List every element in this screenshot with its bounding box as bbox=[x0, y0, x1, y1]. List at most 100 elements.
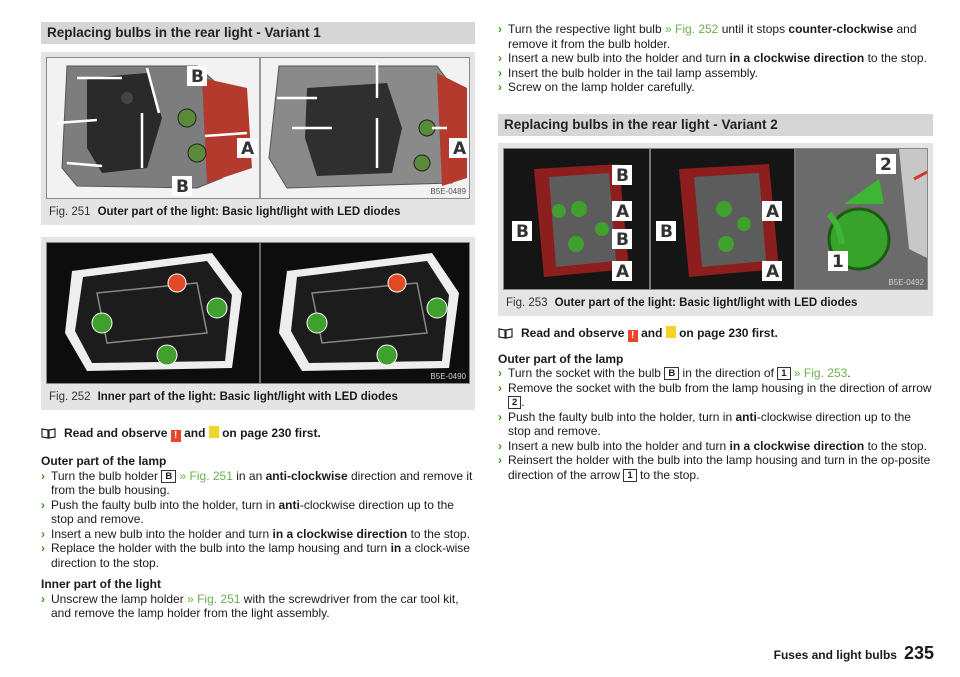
chevron-right-icon: › bbox=[498, 438, 502, 453]
step-text: Replace the holder with the bulb into th… bbox=[51, 541, 388, 555]
step-text: in the direction of bbox=[682, 366, 774, 380]
step-text: a clock-wise direction to the stop. bbox=[51, 541, 470, 570]
fig251-label-a-left: A bbox=[241, 139, 255, 159]
key-label: 1 bbox=[777, 367, 791, 380]
list-item: › Remove the socket with the bulb from t… bbox=[498, 381, 933, 410]
figure-252: B5E-0490 Fig. 252 Inner part of the light… bbox=[41, 237, 475, 410]
fig251-label-a-right: A bbox=[453, 139, 467, 159]
step-text: Unscrew the lamp holder bbox=[51, 591, 184, 606]
step-text: in an bbox=[236, 468, 263, 483]
step-emphasis: counter-clockwise bbox=[788, 22, 894, 36]
step-text: Insert the bulb holder in the tail lamp … bbox=[508, 65, 758, 80]
figure-251-number: Fig. 251 bbox=[49, 206, 91, 218]
warning-note-right: Read and observe ! and on page 230 first… bbox=[498, 325, 933, 342]
warning-yellow-icon bbox=[665, 325, 676, 338]
list-item: › Unscrew the lamp holder » Fig. 251 wit… bbox=[41, 592, 475, 621]
list-item: › Insert the bulb holder in the tail lam… bbox=[498, 66, 933, 81]
step-text: with the screwdriver from the car tool k… bbox=[51, 591, 459, 621]
warning-note-left: Read and observe ! and on page 230 first… bbox=[41, 425, 475, 442]
step-text: Turn the bulb holder bbox=[51, 468, 158, 483]
step-text: -clockwise direction up to the stop and … bbox=[51, 497, 454, 527]
list-item: › Turn the bulb holder B » Fig. 251 in a… bbox=[41, 469, 475, 498]
chevron-right-icon: › bbox=[41, 526, 45, 541]
step-emphasis: anti bbox=[278, 497, 300, 512]
step-text: Insert a new bulb into the holder and tu… bbox=[51, 526, 270, 541]
inner-part-heading: Inner part of the light bbox=[41, 577, 161, 591]
list-item: › Push the faulty bulb into the holder, … bbox=[498, 410, 933, 439]
key-label: 1 bbox=[623, 468, 637, 482]
chevron-right-icon: › bbox=[41, 497, 45, 512]
step-text: to the stop. bbox=[410, 526, 470, 541]
figure-251-caption-text: Outer part of the light: Basic light/lig… bbox=[97, 206, 401, 218]
book-icon bbox=[41, 428, 56, 439]
figure-253-caption: Fig. 253 Outer part of the light: Basic l… bbox=[503, 290, 928, 316]
step-text: Push the faulty bulb into the holder, tu… bbox=[508, 409, 733, 424]
section-title-variant-2: Replacing bulbs in the rear light - Vari… bbox=[498, 113, 933, 136]
figure-252-caption: Fig. 252 Inner part of the light: Basic l… bbox=[46, 384, 470, 410]
figure-link[interactable]: » Fig. 252 bbox=[664, 22, 719, 36]
step-text: . bbox=[847, 366, 851, 380]
figure-251-illustration: B A B A bbox=[47, 58, 469, 198]
chevron-right-icon: › bbox=[498, 366, 502, 380]
fig253-label-b-1: B bbox=[616, 166, 629, 186]
warning-red-icon: ! bbox=[627, 329, 638, 342]
key-label: B bbox=[664, 367, 680, 380]
outer-part-heading: Outer part of the lamp bbox=[41, 454, 167, 468]
warning-text-post: on page 230 first. bbox=[222, 426, 321, 440]
figure-252-code: B5E-0490 bbox=[430, 372, 466, 381]
chevron-right-icon: › bbox=[41, 591, 45, 606]
list-item: › Turn the socket with the bulb B in the… bbox=[498, 366, 933, 381]
figure-251-code: B5E-0489 bbox=[430, 187, 466, 196]
chevron-right-icon: › bbox=[498, 51, 502, 65]
book-icon bbox=[498, 327, 513, 339]
step-emphasis: in a clockwise direction bbox=[729, 51, 865, 65]
page-number: 235 bbox=[903, 643, 934, 663]
figure-link[interactable]: » Fig. 251 bbox=[179, 468, 233, 483]
figure-253-caption-text: Outer part of the light: Basic light/lig… bbox=[554, 296, 858, 309]
figure-252-caption-text: Inner part of the light: Basic light/lig… bbox=[97, 391, 398, 403]
step-text: Reinsert the holder with the bulb into t… bbox=[508, 453, 931, 482]
figure-link[interactable]: » Fig. 251 bbox=[187, 591, 241, 606]
section-title-variant-1: Replacing bulbs in the rear light - Vari… bbox=[41, 22, 475, 44]
figure-251-image: B A B A B5E-0489 bbox=[46, 57, 470, 199]
step-text: Push the faulty bulb into the holder, tu… bbox=[51, 497, 276, 512]
step-emphasis: in a clockwise direction bbox=[272, 526, 408, 541]
chapter-title: Fuses and light bulbs bbox=[773, 648, 897, 662]
figure-link[interactable]: » Fig. 253 bbox=[793, 366, 848, 380]
left-column: Replacing bulbs in the rear light - Vari… bbox=[41, 22, 475, 621]
warning-text-pre: Read and observe bbox=[64, 426, 168, 440]
list-item: › Insert a new bulb into the holder and … bbox=[498, 439, 933, 454]
figure-253-number: Fig. 253 bbox=[506, 296, 548, 309]
step-text: Turn the socket with the bulb bbox=[508, 366, 661, 380]
list-item: › Insert a new bulb into the holder and … bbox=[41, 527, 475, 542]
key-label: 2 bbox=[508, 396, 522, 409]
fig253-label-a-2: A bbox=[616, 262, 630, 282]
warning-text-post: on page 230 first. bbox=[679, 325, 778, 340]
chevron-right-icon: › bbox=[498, 380, 502, 395]
step-text: and remove it from the bulb holder. bbox=[508, 22, 917, 51]
fig251-label-b-bottom: B bbox=[176, 177, 189, 197]
chevron-right-icon: › bbox=[498, 80, 502, 94]
step-text: . bbox=[521, 395, 525, 409]
step-emphasis: anti bbox=[735, 409, 757, 424]
list-item: › Replace the holder with the bulb into … bbox=[41, 541, 475, 570]
chevron-right-icon: › bbox=[498, 65, 502, 80]
figure-252-image: B5E-0490 bbox=[46, 242, 470, 384]
list-item: › Screw on the lamp holder carefully. bbox=[498, 80, 933, 95]
step-emphasis: in a clockwise direction bbox=[729, 438, 865, 453]
figure-252-number: Fig. 252 bbox=[49, 391, 91, 403]
fig253-label-a-1: A bbox=[616, 202, 630, 222]
key-label: B bbox=[161, 469, 177, 483]
step-text: to the stop. bbox=[867, 438, 927, 453]
warning-text-pre: Read and observe bbox=[521, 325, 625, 340]
warning-yellow-icon bbox=[208, 426, 219, 438]
step-emphasis: anti-clockwise bbox=[265, 468, 348, 483]
chevron-right-icon: › bbox=[498, 22, 502, 36]
warning-red-icon: ! bbox=[170, 430, 181, 442]
step-text: to the stop. bbox=[640, 467, 700, 482]
figure-253-illustration: B A B B A B A A 2 bbox=[504, 148, 927, 289]
fig253-label-a-3: A bbox=[766, 202, 780, 222]
right-column: › Turn the respective light bulb » Fig. … bbox=[498, 22, 933, 482]
step-text: Insert a new bulb into the holder and tu… bbox=[508, 438, 727, 453]
chevron-right-icon: › bbox=[498, 409, 502, 424]
